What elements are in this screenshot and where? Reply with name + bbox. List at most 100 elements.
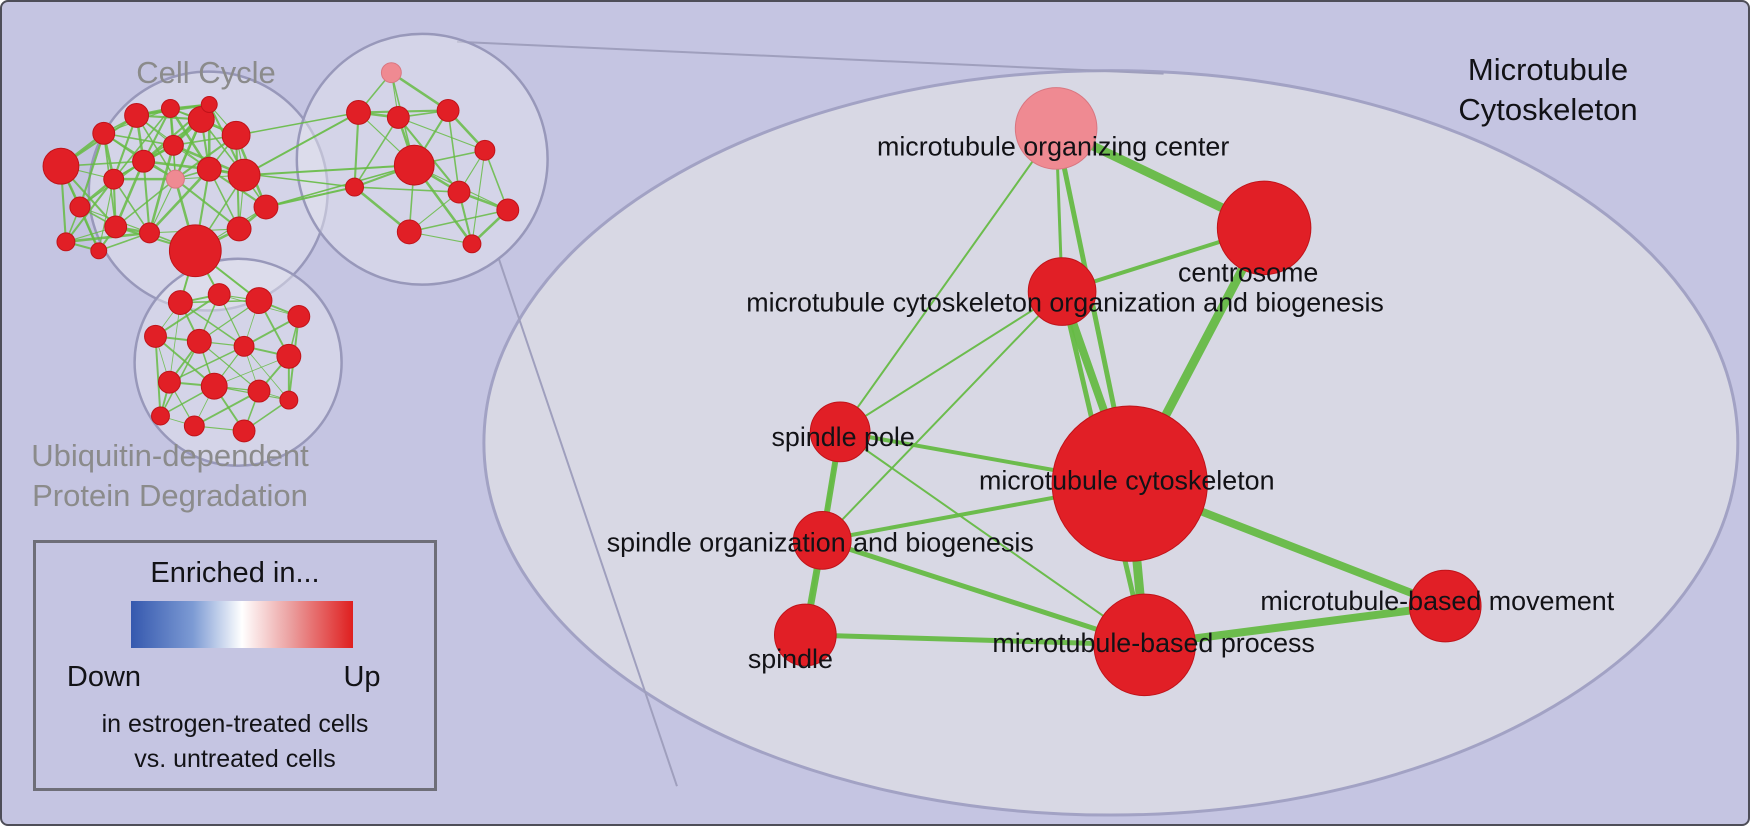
overview-node (393, 144, 435, 186)
overview-edge (471, 149, 486, 245)
detail-node-mbp (1093, 593, 1196, 697)
cluster-label-ubiquitin: Ubiquitin-dependent Protein Degradation (31, 436, 309, 516)
overview-node (186, 328, 212, 354)
overview-node (144, 324, 167, 348)
legend-title: Enriched in... (150, 557, 320, 589)
overview-edge (148, 167, 211, 235)
detail-node-label-moc: microtubule organizing center (877, 131, 1229, 161)
overview-node (279, 390, 299, 410)
overview-edge (353, 116, 400, 188)
overview-node (157, 370, 181, 394)
overview-node (396, 219, 422, 245)
overview-edge (114, 178, 177, 228)
overview-node (132, 149, 156, 173)
detail-edge-moc-spindle_pole (839, 127, 1058, 433)
overview-edge (114, 159, 145, 229)
detail-node-label-mc: microtubule cytoskeleton (979, 466, 1275, 496)
overview-node (165, 169, 185, 189)
overview-edge (169, 302, 181, 383)
overview-cross-edge (235, 111, 360, 137)
detail-node-label-mbp: microtubule-based process (992, 628, 1314, 658)
overview-node (462, 234, 482, 254)
overview-node (104, 215, 128, 239)
overview-node (200, 372, 228, 400)
overview-edge (193, 390, 260, 427)
detail-node-mcob (1027, 257, 1097, 326)
overview-node (346, 100, 371, 125)
overview-edge (102, 132, 175, 147)
overview-cross-edge (264, 186, 356, 208)
overview-edge (154, 335, 162, 417)
detail-edge-mcob-sob (821, 290, 1064, 542)
overview-node (233, 335, 255, 357)
overview-edge (64, 231, 151, 244)
overview-edge (243, 345, 290, 401)
overview-node (167, 290, 193, 315)
detail-node-mc (1051, 405, 1208, 562)
overview-node (380, 62, 402, 84)
detail-node-label-sob: spindle organization and biogenesis (607, 527, 1034, 557)
detail-node-spindle_pole (809, 401, 871, 463)
overview-node (90, 242, 108, 260)
overview-edge (112, 107, 172, 180)
overview-edge (353, 111, 360, 189)
zoom-cone-line (497, 258, 678, 787)
legend-up-label: Up (343, 661, 381, 693)
overview-node (160, 99, 180, 118)
overview-node (151, 406, 170, 426)
overview-node (232, 419, 256, 443)
overview-node (386, 105, 410, 129)
overview-edge (148, 144, 175, 235)
overview-node (69, 196, 91, 218)
detail-node-sob (792, 511, 852, 570)
legend-caption: in estrogen-treated cells vs. untreated … (36, 707, 434, 777)
overview-node (221, 120, 251, 150)
detail-node-label-centrosome: centrosome (1178, 258, 1318, 288)
overview-node (200, 96, 218, 113)
overview-cross-edge (243, 164, 416, 177)
legend-caption-line2: vs. untreated cells (134, 745, 336, 773)
overview-node (168, 224, 222, 278)
detail-title-line2: Cytoskeleton (1458, 92, 1638, 127)
legend-gradient-bar (131, 601, 353, 648)
detail-edge-spindle-mbp (802, 632, 1148, 648)
overview-cross-edge (243, 111, 360, 177)
legend-down-label: Down (66, 661, 142, 693)
overview-edge (447, 109, 460, 193)
detail-node-centrosome (1216, 180, 1312, 276)
overview-edge (142, 160, 151, 234)
overview-edge (353, 186, 460, 193)
cluster-label-cell-cycle: Cell Cycle (136, 55, 276, 90)
overview-edge (78, 132, 105, 209)
overview-node (447, 180, 471, 204)
overview-node (345, 177, 364, 197)
overview-node (139, 222, 160, 244)
legend-caption-line1: in estrogen-treated cells (101, 710, 369, 738)
overview-cross-edge (265, 164, 415, 208)
overview-node (496, 198, 520, 222)
overview-node (196, 156, 222, 182)
overview-edge (174, 178, 241, 230)
detail-node-label-mcob: microtubule cytoskeleton organization an… (746, 287, 1384, 317)
overview-node (124, 103, 150, 128)
overview-node (162, 134, 184, 156)
overview-edge (397, 116, 486, 151)
overview-edge (408, 209, 509, 233)
overview-node (287, 305, 311, 328)
detail-edge-mcob-spindle_pole (839, 290, 1064, 433)
overview-node (56, 232, 76, 252)
overview-edge (154, 293, 221, 338)
detail-node-label-mbm: microtubule-based movement (1260, 586, 1614, 616)
overview-node (253, 194, 279, 220)
legend: Enriched in... Down Up in estrogen-treat… (33, 540, 437, 791)
detail-node-label-spindle_pole: spindle pole (771, 422, 914, 452)
detail-node-spindle (773, 603, 837, 667)
detail-cluster-title: Microtubule Cytoskeleton (1458, 50, 1637, 130)
ubiquitin-label-line1: Ubiquitin-dependent (31, 438, 309, 473)
overview-node (92, 121, 116, 145)
overview-node (42, 147, 80, 185)
detail-edge-spindle_pole-mbp (839, 430, 1146, 646)
overview-edge (179, 301, 245, 348)
